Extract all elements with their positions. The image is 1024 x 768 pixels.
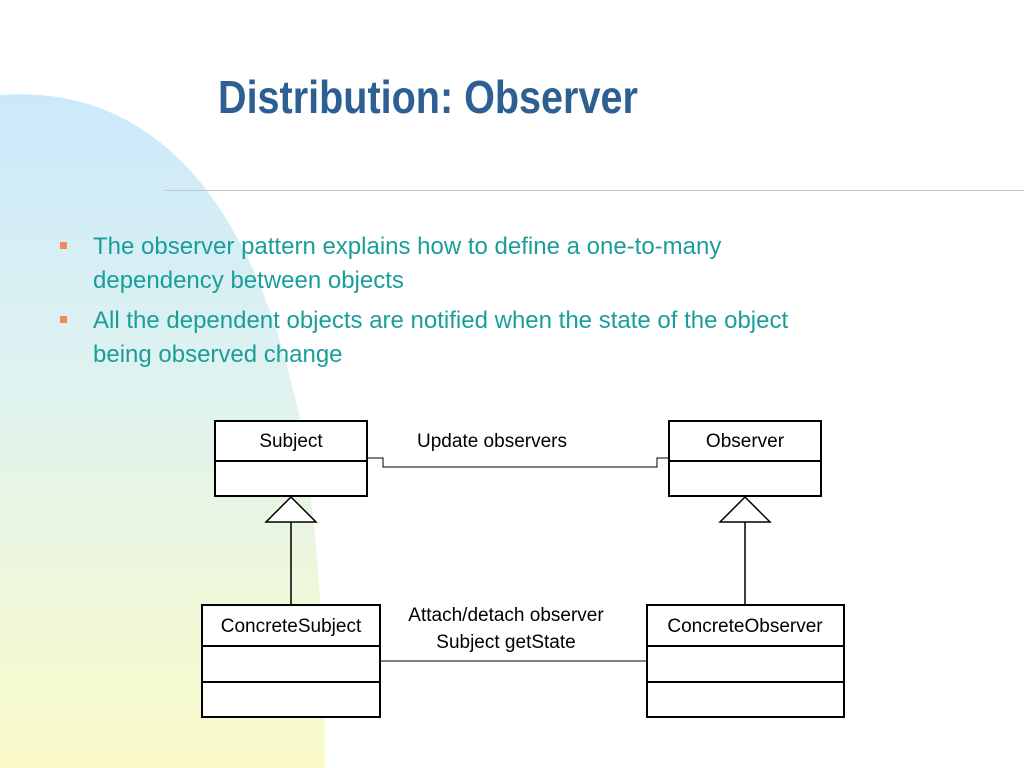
attach-detach-association: Attach/detach observer Subject getState xyxy=(380,605,647,662)
page-title: Distribution: Observer xyxy=(218,71,638,123)
bullet-square-icon xyxy=(60,316,67,323)
title-divider xyxy=(164,190,1024,191)
attach-detach-label: Attach/detach observer xyxy=(408,605,604,626)
subject-getstate-label: Subject getState xyxy=(436,632,575,653)
bullet-item: The observer pattern explains how to def… xyxy=(60,230,960,298)
update-observers-label: Update observers xyxy=(417,431,567,452)
decor-curve-shape xyxy=(0,94,325,768)
subject-class-box: Subject xyxy=(214,420,368,497)
inheritance-arrow-observer xyxy=(718,495,772,605)
inheritance-arrow-subject xyxy=(264,495,318,605)
bullet-text-line: All the dependent objects are notified w… xyxy=(93,307,789,334)
subject-class-name: Subject xyxy=(259,431,323,452)
update-observers-association: Update observers xyxy=(367,431,669,468)
concrete-subject-class-box: ConcreteSubject xyxy=(201,604,381,718)
concrete-observer-class-name: ConcreteObserver xyxy=(667,616,823,637)
observer-class-name: Observer xyxy=(706,431,785,452)
bullet-list: The observer pattern explains how to def… xyxy=(60,230,960,378)
concrete-subject-class-name: ConcreteSubject xyxy=(221,616,362,637)
bullet-text-line: being observed change xyxy=(93,341,343,368)
bullet-square-icon xyxy=(60,242,67,249)
concrete-observer-class-box: ConcreteObserver xyxy=(646,604,845,718)
bullet-item: All the dependent objects are notified w… xyxy=(60,304,960,372)
observer-class-box: Observer xyxy=(668,420,822,497)
bullet-text-line: The observer pattern explains how to def… xyxy=(93,233,722,260)
bullet-text-line: dependency between objects xyxy=(93,267,404,294)
